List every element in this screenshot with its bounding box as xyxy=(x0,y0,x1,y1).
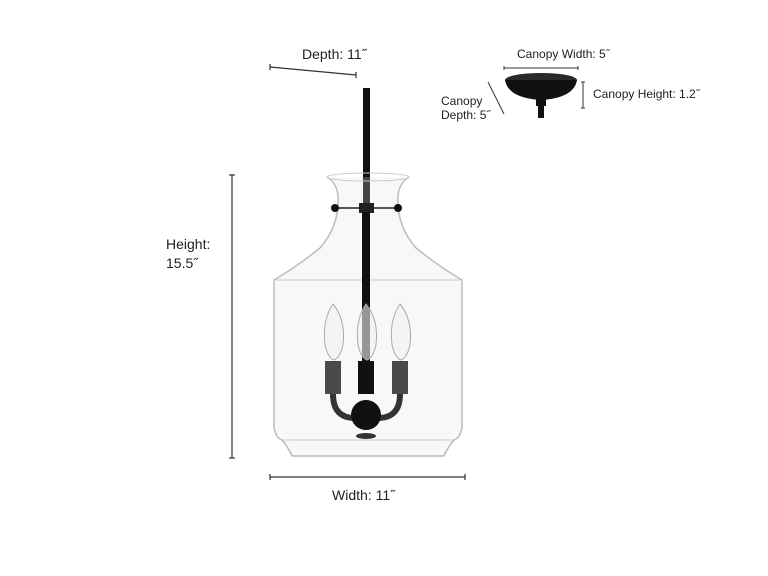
depth-dimension-line xyxy=(269,64,357,78)
height-dimension-line xyxy=(229,174,235,459)
width-dimension-line xyxy=(269,474,466,480)
canopy-icon xyxy=(505,73,577,118)
depth-label: Depth: 11˝ xyxy=(302,46,367,62)
canopy-depth-line xyxy=(487,81,505,115)
width-label: Width: 11˝ xyxy=(332,487,395,503)
canopy-depth-label-line1: Canopy xyxy=(441,94,483,108)
height-label-line2: 15.5˝ xyxy=(166,255,198,271)
height-label-line1: Height: xyxy=(166,236,211,252)
pendant-light-icon xyxy=(273,88,463,457)
canopy-width-line xyxy=(503,66,579,70)
canopy-depth-label-line2: Depth: 5˝ xyxy=(441,108,491,122)
canopy-width-label: Canopy Width: 5˝ xyxy=(517,47,610,61)
canopy-height-line xyxy=(581,81,585,109)
canopy-height-label: Canopy Height: 1.2˝ xyxy=(593,87,700,101)
